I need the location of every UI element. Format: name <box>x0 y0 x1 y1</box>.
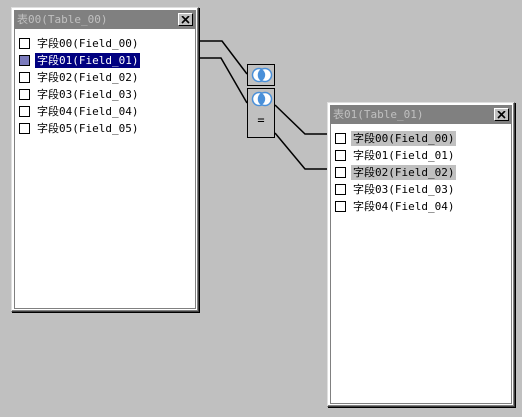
table-window-left[interactable]: 表00(Table_00) 字段00(Field_00) 字段01(Field_0… <box>11 7 199 312</box>
field-checkbox[interactable] <box>335 133 346 144</box>
field-checkbox[interactable] <box>19 72 30 83</box>
field-row[interactable]: 字段00(Field_00) <box>15 35 195 52</box>
field-checkbox[interactable] <box>19 38 30 49</box>
connector-line-4 <box>274 132 329 170</box>
field-checkbox[interactable] <box>19 55 30 66</box>
field-row[interactable]: 字段02(Field_02) <box>331 164 511 181</box>
table-window-body: 表01(Table_01) 字段00(Field_00) 字段01(Field_0… <box>330 105 512 404</box>
table-title-bar[interactable]: 表00(Table_00) <box>15 11 195 29</box>
field-row[interactable]: 字段03(Field_03) <box>15 86 195 103</box>
table-window-body: 表00(Table_00) 字段00(Field_00) 字段01(Field_0… <box>14 10 196 309</box>
field-checkbox[interactable] <box>335 201 346 212</box>
field-checkbox[interactable] <box>335 167 346 178</box>
close-icon <box>497 110 506 119</box>
field-checkbox[interactable] <box>335 150 346 161</box>
field-label: 字段05(Field_05) <box>37 122 139 135</box>
field-row[interactable]: 字段03(Field_03) <box>331 181 511 198</box>
table-window-right[interactable]: 表01(Table_01) 字段00(Field_00) 字段01(Field_0… <box>327 102 515 407</box>
field-checkbox[interactable] <box>19 89 30 100</box>
field-list: 字段00(Field_00) 字段01(Field_01) 字段02(Field_0… <box>15 35 195 137</box>
field-label: 字段01(Field_01) <box>353 149 455 162</box>
field-label: 字段00(Field_00) <box>351 131 457 146</box>
join-button-1[interactable] <box>247 64 275 86</box>
inner-join-icon <box>251 91 273 107</box>
join-operator: = <box>257 113 265 127</box>
field-label: 字段04(Field_04) <box>353 200 455 213</box>
field-label: 字段02(Field_02) <box>37 71 139 84</box>
field-label: 字段04(Field_04) <box>37 105 139 118</box>
table-title: 表00(Table_00) <box>17 13 108 26</box>
field-row[interactable]: 字段01(Field_01) <box>331 147 511 164</box>
close-icon <box>181 15 190 24</box>
field-label: 字段00(Field_00) <box>37 37 139 50</box>
field-row[interactable]: 字段02(Field_02) <box>15 69 195 86</box>
table-title-bar[interactable]: 表01(Table_01) <box>331 106 511 124</box>
field-row[interactable]: 字段04(Field_04) <box>331 198 511 215</box>
field-label: 字段02(Field_02) <box>351 165 457 180</box>
field-row[interactable]: 字段00(Field_00) <box>331 130 511 147</box>
join-button-2[interactable]: = <box>247 88 275 138</box>
connector-line-2 <box>199 57 248 104</box>
field-checkbox[interactable] <box>19 123 30 134</box>
inner-join-icon <box>251 67 273 83</box>
field-row[interactable]: 字段01(Field_01) <box>15 52 195 69</box>
field-label: 字段03(Field_03) <box>353 183 455 196</box>
field-checkbox[interactable] <box>19 106 30 117</box>
connector-line-3 <box>274 104 329 135</box>
connector-line-1 <box>199 40 248 75</box>
close-button[interactable] <box>178 13 193 26</box>
table-title: 表01(Table_01) <box>333 108 424 121</box>
field-row[interactable]: 字段04(Field_04) <box>15 103 195 120</box>
close-button[interactable] <box>494 108 509 121</box>
field-label: 字段01(Field_01) <box>33 52 142 69</box>
field-row[interactable]: 字段05(Field_05) <box>15 120 195 137</box>
field-list: 字段00(Field_00) 字段01(Field_01) 字段02(Field_0… <box>331 130 511 215</box>
field-checkbox[interactable] <box>335 184 346 195</box>
field-label: 字段03(Field_03) <box>37 88 139 101</box>
